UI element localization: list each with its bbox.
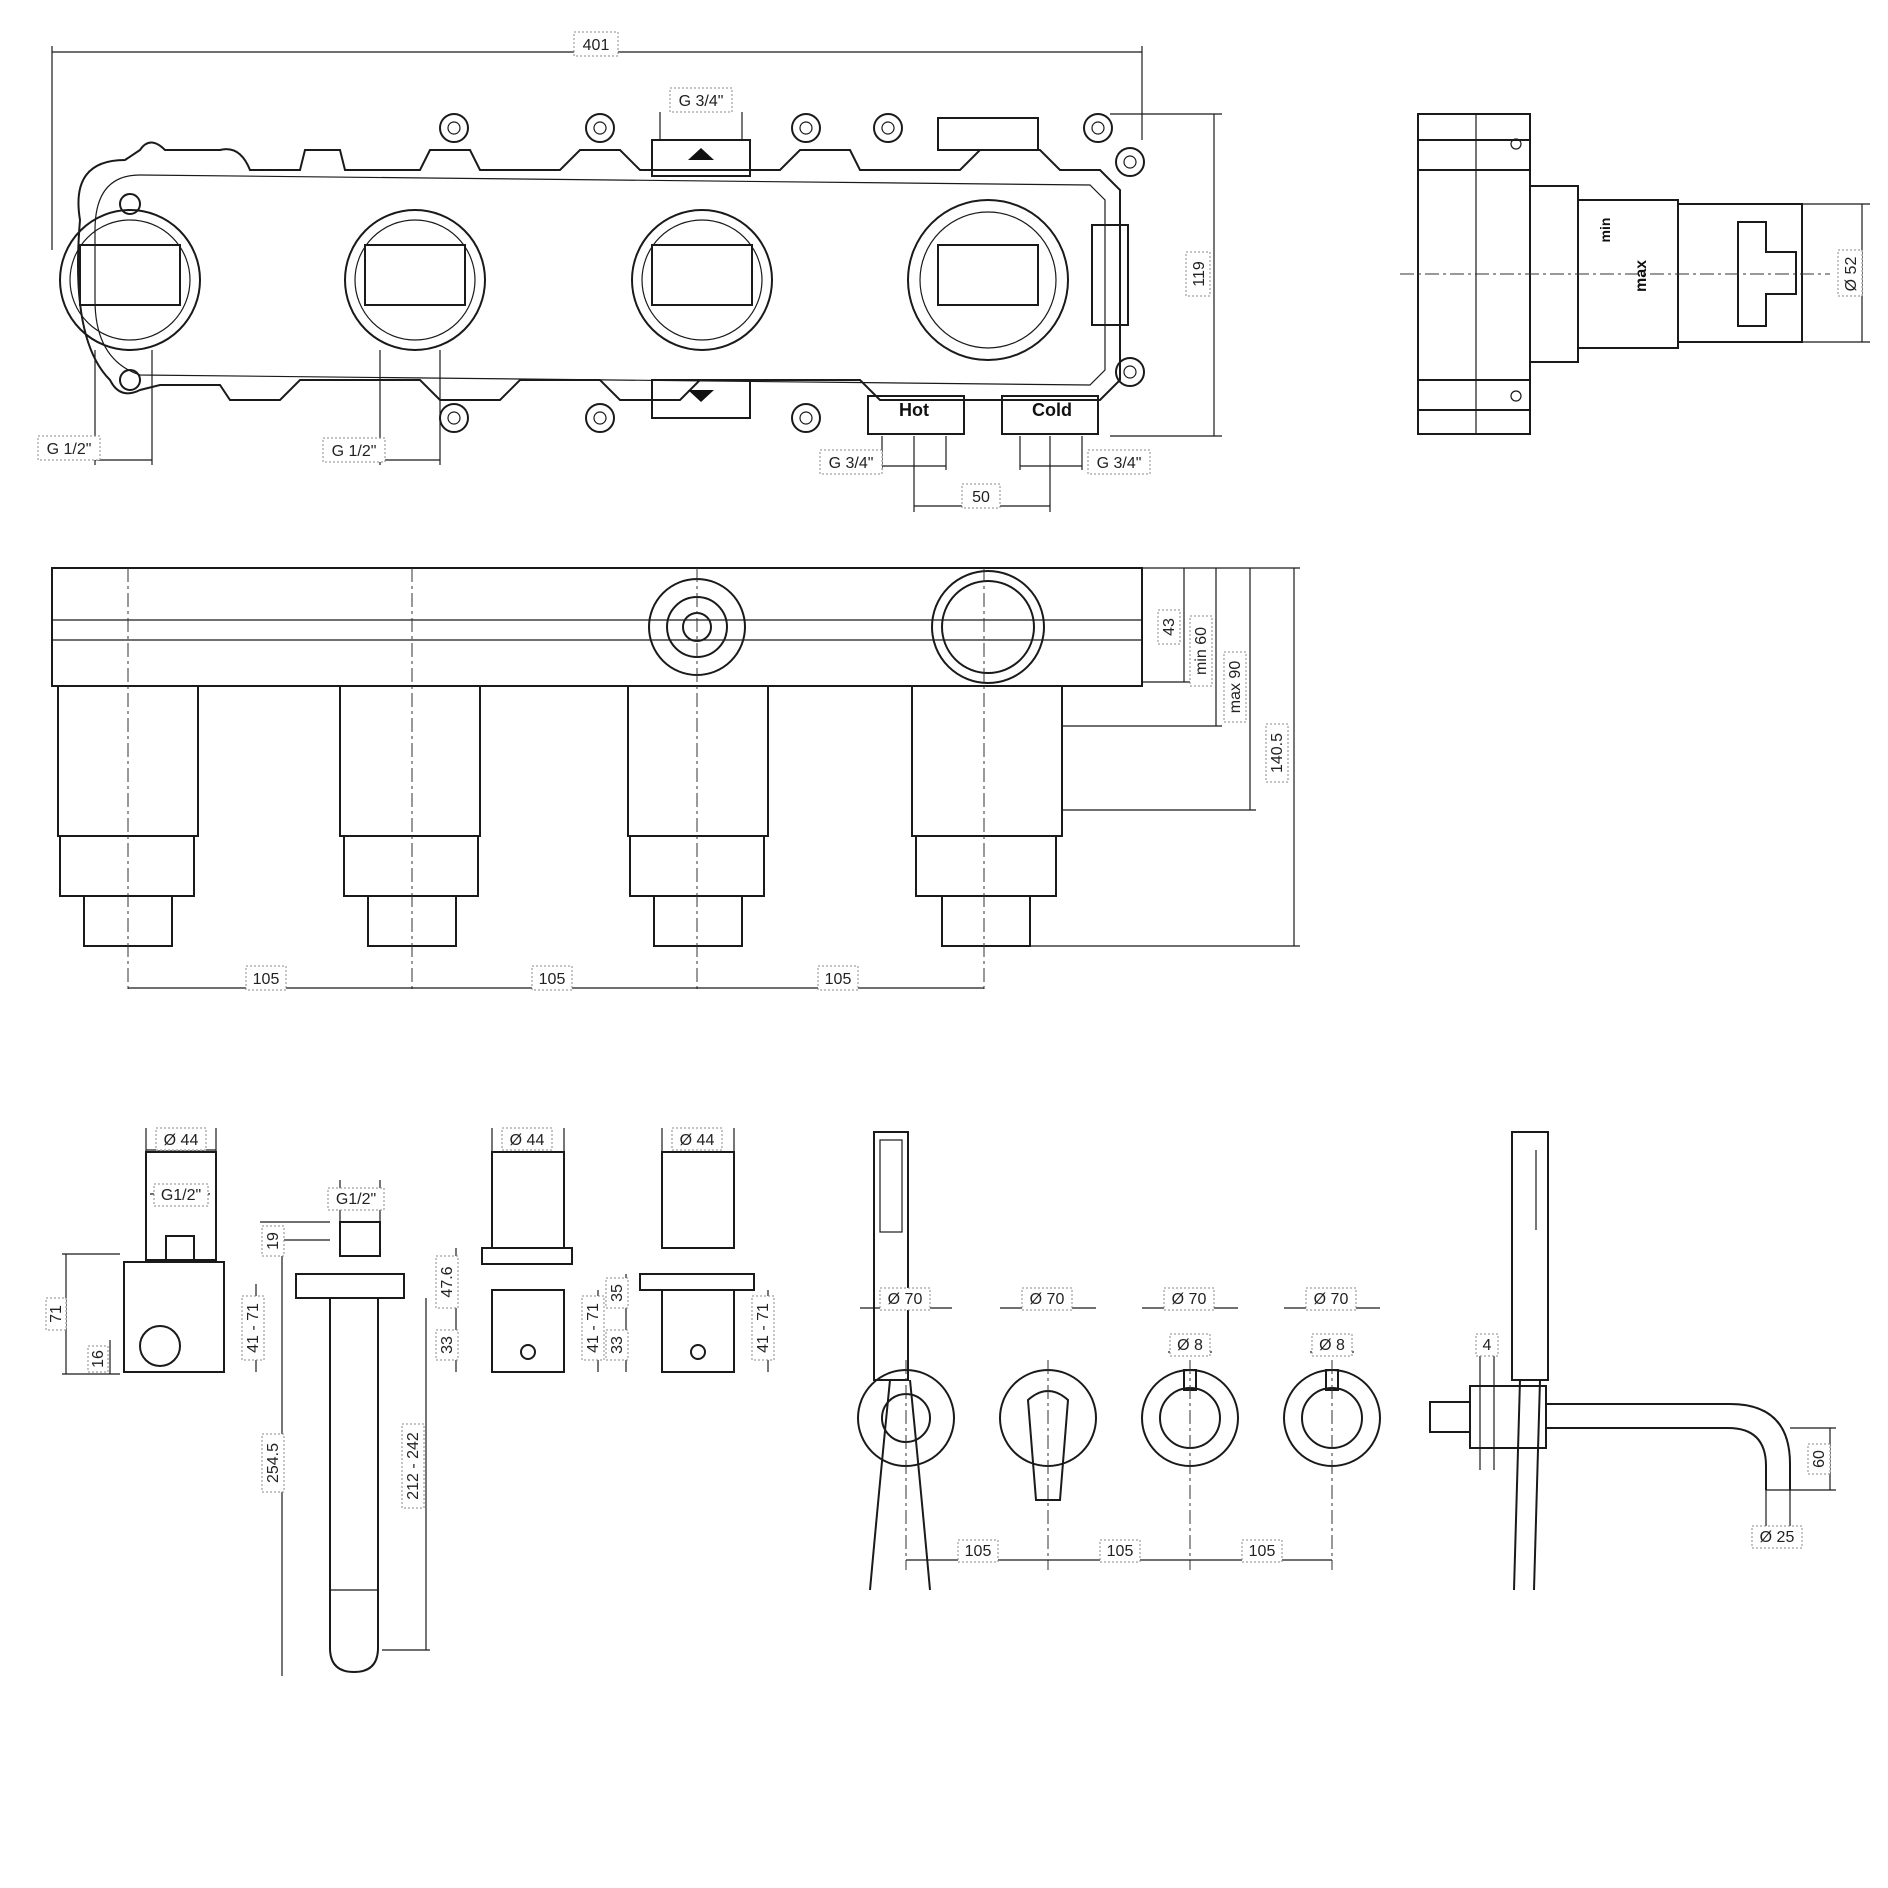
- dim-front-sp2: 105: [1107, 1543, 1134, 1560]
- dim-trim-h47: 47.6: [439, 1266, 456, 1297]
- valve-ports: [59, 199, 1069, 361]
- dim-spacing-1: 105: [253, 971, 280, 988]
- dim-trim-diam-1: Ø 44: [164, 1132, 199, 1149]
- dim-trim-h16: 16: [90, 1350, 107, 1368]
- dim-spout-h60: 60: [1811, 1450, 1828, 1468]
- dim-front-sp1: 105: [965, 1543, 992, 1560]
- dim-max-90: max 90: [1227, 661, 1244, 714]
- label-cold: Cold: [1032, 400, 1072, 420]
- dim-trim-h71: 71: [48, 1305, 65, 1323]
- dim-spacing-3: 105: [825, 971, 852, 988]
- dim-min-60: min 60: [1193, 627, 1210, 675]
- side-view: min max Ø 52: [1400, 113, 1870, 435]
- dim-trim-diam-2: Ø 44: [510, 1132, 545, 1149]
- dim-trim-h33b: 33: [609, 1336, 626, 1354]
- dim-side-diameter: Ø 52: [1843, 257, 1860, 292]
- dim-overall-width: 401: [583, 37, 610, 54]
- dim-hot-thread: G 3/4": [829, 455, 874, 472]
- dim-trim-h41-71-b: 41 - 71: [585, 1303, 602, 1353]
- top-view: 401 119: [37, 31, 1222, 512]
- dim-height-119: 119: [1191, 261, 1208, 287]
- dim-front-d70-1: Ø 70: [888, 1291, 923, 1308]
- trim-side-views: Ø 44 G1/2" 71 16 41 - 71 19 254.5 212 - …: [45, 1127, 775, 1676]
- dim-trim-thread-1: G1/2": [161, 1187, 201, 1204]
- dim-total-140: 140.5: [1269, 733, 1286, 773]
- cartridges: [57, 685, 1063, 947]
- dim-spout-h212: 212 - 242: [405, 1432, 422, 1500]
- dim-spacing-2: 105: [539, 971, 566, 988]
- dim-inlet-left-2: G 1/2": [332, 443, 377, 460]
- side-stamp-max: max: [1633, 260, 1650, 292]
- dim-spout-w4: 4: [1483, 1337, 1492, 1354]
- dim-outlet-top-thread: G 3/4": [679, 93, 724, 110]
- dim-trim-h41-71-a: 41 - 71: [245, 1303, 262, 1353]
- label-hot: Hot: [899, 400, 929, 420]
- dim-front-d70-4: Ø 70: [1314, 1291, 1349, 1308]
- dim-spout-thread: G1/2": [336, 1191, 376, 1208]
- dim-front-d70-2: Ø 70: [1030, 1291, 1065, 1308]
- trim-front-views: Ø 70 Ø 70 Ø 70 Ø 8 Ø 70 Ø 8 105: [857, 1131, 1381, 1591]
- spout-side-view: 4 60 Ø 25: [1429, 1131, 1836, 1591]
- side-stamp-min: min: [1597, 218, 1613, 243]
- dim-trim-h41-71-c: 41 - 71: [755, 1303, 772, 1353]
- dim-inlet-left-1: G 1/2": [47, 441, 92, 458]
- dim-front-d8-2: Ø 8: [1319, 1337, 1345, 1354]
- dim-trim-diam-3: Ø 44: [680, 1132, 715, 1149]
- dim-spout-h254: 254.5: [265, 1443, 282, 1483]
- dim-trim-h33a: 33: [439, 1336, 456, 1354]
- dim-spout-d25: Ø 25: [1760, 1529, 1795, 1546]
- front-view: 43 min 60 max 90 140.5 105 105 105: [51, 567, 1300, 991]
- dim-cold-thread: G 3/4": [1097, 455, 1142, 472]
- dim-hot-cold-spacing: 50: [972, 489, 990, 506]
- dim-trim-h35: 35: [609, 1284, 626, 1302]
- dim-depth-43: 43: [1161, 618, 1178, 636]
- dim-spout-h19: 19: [265, 1232, 282, 1250]
- mounting-lugs: [119, 113, 1145, 433]
- dim-front-d8-1: Ø 8: [1177, 1337, 1203, 1354]
- dim-front-sp3: 105: [1249, 1543, 1276, 1560]
- dim-front-d70-3: Ø 70: [1172, 1291, 1207, 1308]
